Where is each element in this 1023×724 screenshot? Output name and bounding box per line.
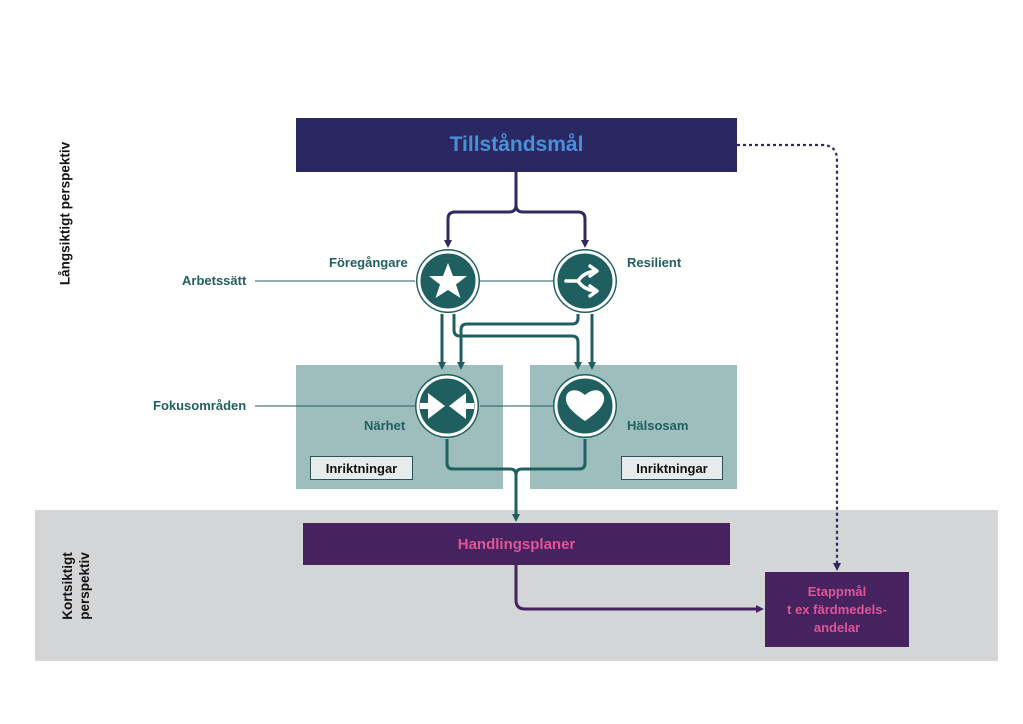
fokusomraden-label: Fokusområden bbox=[153, 398, 247, 413]
narhet-label: Närhet bbox=[364, 418, 406, 433]
etappmal-line-3: andelar bbox=[813, 619, 861, 635]
halsosam-inriktningar-box: Inriktningar bbox=[621, 456, 723, 480]
foregangare-to-halsosam-connector bbox=[452, 314, 582, 370]
resilient-to-narhet-connector bbox=[457, 314, 580, 370]
halsosam-label: Hälsosam bbox=[627, 418, 689, 433]
goal-to-foregangare-connector bbox=[444, 172, 518, 248]
handlingsplaner-box: Handlingsplaner bbox=[303, 523, 730, 565]
foregangare-label: Föregångare bbox=[329, 255, 408, 270]
etappmal-line-1: Etappmål bbox=[807, 583, 867, 599]
goal-box: Tillståndsmål bbox=[296, 118, 737, 172]
split-arrow-icon bbox=[564, 264, 599, 298]
foregangare-node bbox=[416, 249, 480, 313]
narhet-inriktningar-box: Inriktningar bbox=[310, 456, 413, 480]
halsosam-node bbox=[553, 374, 617, 438]
goal-to-etappmal-dotted-connector bbox=[737, 143, 841, 571]
resilient-label: Resilient bbox=[627, 255, 682, 270]
star-icon bbox=[429, 263, 467, 298]
narhet-node bbox=[415, 374, 479, 438]
goal-label: Tillståndsmål bbox=[449, 133, 584, 156]
converge-arrows-icon bbox=[420, 393, 474, 419]
etappmal-line-2: t ex färdmedels- bbox=[787, 601, 887, 617]
handlingsplaner-label: Handlingsplaner bbox=[457, 535, 576, 553]
arbetssatt-label: Arbetssätt bbox=[182, 273, 247, 288]
halsosam-to-handlingsplaner-connector bbox=[514, 439, 587, 476]
narhet-to-handlingsplaner-connector bbox=[445, 439, 520, 522]
etappmal-box: Etappmål t ex färdmedels- andelar bbox=[765, 572, 909, 647]
goal-to-resilient-connector bbox=[514, 204, 589, 248]
handlingsplaner-to-etappmal-connector bbox=[514, 565, 764, 613]
resilient-node bbox=[553, 249, 617, 313]
heart-icon bbox=[565, 390, 605, 421]
